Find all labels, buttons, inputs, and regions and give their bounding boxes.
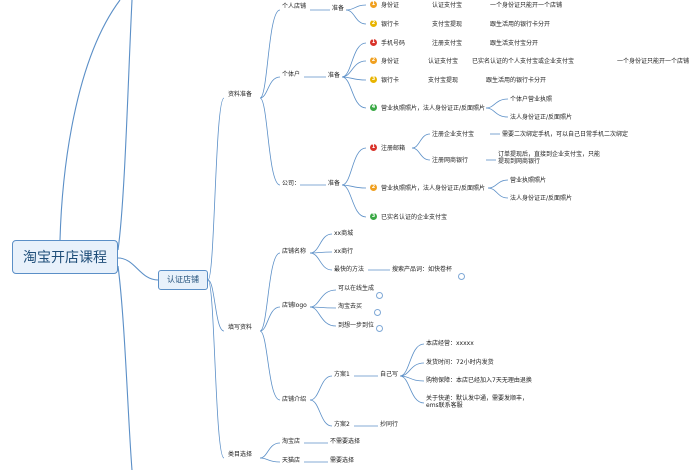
topic-company[interactable]: 公司： — [282, 180, 301, 187]
individual-bank-card[interactable]: 银行卡 — [381, 77, 400, 84]
individual-phone-note[interactable]: 跟生活支付宝分开 — [490, 40, 539, 47]
store-name-item[interactable]: 最快的方法 — [334, 266, 365, 273]
individual-phone[interactable]: 手机号码 — [381, 40, 406, 47]
individual-id-card[interactable]: 身份证 — [381, 58, 400, 65]
category-taobao-value[interactable]: 不需要选择 — [330, 438, 361, 445]
individual-id-note[interactable]: 已实名认证的个人支付宝或企业支付宝 — [472, 58, 575, 65]
priority-4-icon: 4 — [370, 104, 377, 111]
personal-id-card[interactable]: 身份证 — [381, 2, 400, 9]
store-name-fast-tip[interactable]: 搜索产品词：如快卷杯 — [392, 266, 453, 273]
root-topic[interactable]: 淘宝开店课程 — [12, 240, 118, 274]
personal-id-detail[interactable]: 认证支付宝 — [432, 2, 463, 9]
intro-plan-2-method[interactable]: 抄同行 — [380, 421, 399, 428]
personal-bank-note[interactable]: 跟生活用的银行卡分开 — [490, 21, 551, 28]
topic-fill-info[interactable]: 填写资料 — [228, 324, 253, 331]
category-taobao[interactable]: 淘宝店 — [282, 438, 301, 445]
intro-plan-1[interactable]: 方案1 — [334, 371, 350, 378]
store-logo-item[interactable]: 可以在线生成 — [338, 285, 375, 292]
note-icon[interactable] — [374, 309, 381, 316]
intro-item[interactable]: 本店经营：xxxxx — [426, 340, 474, 347]
personal-id-note[interactable]: 一个身份证只能开一个店铺 — [490, 2, 563, 9]
company-alipay-register[interactable]: 注册企业支付宝 — [432, 131, 475, 138]
company-bank-register-note[interactable]: 订单提现后，直接到企业支付宝，只能提现到网商银行 — [498, 151, 601, 165]
personal-bank-detail[interactable]: 支付宝提现 — [432, 21, 463, 28]
priority-2-icon: 2 — [370, 184, 377, 191]
individual-id-extra[interactable]: 一个身份证只能开一个店铺 — [617, 58, 690, 65]
category-tmall[interactable]: 天猫店 — [282, 457, 301, 464]
individual-bank-note[interactable]: 跟生活用的银行卡分开 — [486, 77, 547, 84]
individual-license-sub[interactable]: 个体户营业执照 — [510, 96, 553, 103]
company-license-sub[interactable]: 营业执照照片 — [510, 177, 547, 184]
topic-store-name[interactable]: 店铺名称 — [282, 248, 307, 255]
company-alipay-register-note[interactable]: 需要二次绑定手机，可以自己日常手机二次绑定 — [502, 131, 629, 138]
intro-plan-1-method[interactable]: 自己写 — [380, 371, 399, 378]
priority-2-icon: 1 — [370, 1, 377, 8]
company-license-sub[interactable]: 法人身份证正/反面照片 — [510, 195, 573, 202]
topic-personal-store[interactable]: 个人店铺 — [282, 3, 307, 10]
priority-1-icon: 1 — [370, 144, 377, 151]
priority-2-icon: 2 — [370, 57, 377, 64]
individual-license[interactable]: 营业执照照片，法人身份证正/反面照片 — [381, 105, 486, 112]
company-license[interactable]: 营业执照照片，法人身份证正/反面照片 — [381, 185, 486, 192]
topic-individual[interactable]: 个体户 — [282, 71, 301, 78]
personal-bank-card[interactable]: 银行卡 — [381, 21, 400, 28]
company-verified-alipay[interactable]: 已实名认证的企业支付宝 — [381, 214, 448, 221]
store-logo-item[interactable]: 淘宝去买 — [338, 303, 363, 310]
topic-store-intro[interactable]: 店铺介绍 — [282, 396, 307, 403]
note-icon[interactable] — [376, 325, 383, 332]
store-name-item[interactable]: xx商行 — [334, 248, 354, 255]
note-icon[interactable] — [458, 273, 465, 280]
priority-3-icon: 3 — [370, 213, 377, 220]
intro-plan-2[interactable]: 方案2 — [334, 421, 350, 428]
note-icon[interactable] — [376, 292, 383, 299]
individual-id-detail[interactable]: 认证支付宝 — [428, 58, 459, 65]
topic-individual-prep[interactable]: 准备 — [328, 72, 341, 79]
topic-category[interactable]: 类目选择 — [228, 451, 253, 458]
store-logo-item[interactable]: 到想一步到位 — [338, 322, 375, 329]
individual-license-sub[interactable]: 法人身份证正/反面照片 — [510, 114, 573, 121]
topic-prep[interactable]: 资料准备 — [228, 91, 253, 98]
category-tmall-value[interactable]: 需要选择 — [330, 457, 355, 464]
intro-item[interactable]: 购物保障：本店已经加入7天无理由退换 — [426, 377, 532, 384]
topic-personal-prep[interactable]: 准备 — [332, 5, 345, 12]
company-email[interactable]: 注册邮箱 — [381, 145, 406, 152]
topic-store-logo[interactable]: 店铺logo — [282, 302, 307, 309]
individual-bank-detail[interactable]: 支付宝提现 — [428, 77, 459, 84]
topic-company-prep[interactable]: 准备 — [328, 180, 341, 187]
company-bank-register[interactable]: 注册网商银行 — [432, 157, 469, 164]
intro-item[interactable]: 发货时间：72小时内发货 — [426, 359, 494, 366]
branch-topic-certify-store[interactable]: 认证店铺 — [158, 270, 208, 290]
individual-phone-detail[interactable]: 注册支付宝 — [432, 40, 463, 47]
priority-1-icon: 1 — [370, 39, 377, 46]
priority-3-icon: 2 — [370, 20, 377, 27]
priority-3-icon: 3 — [370, 76, 377, 83]
store-name-item[interactable]: xx商城 — [334, 230, 354, 237]
intro-item[interactable]: 关于快递：默认发中通，需要发顺丰，ems联系客服 — [426, 395, 529, 409]
